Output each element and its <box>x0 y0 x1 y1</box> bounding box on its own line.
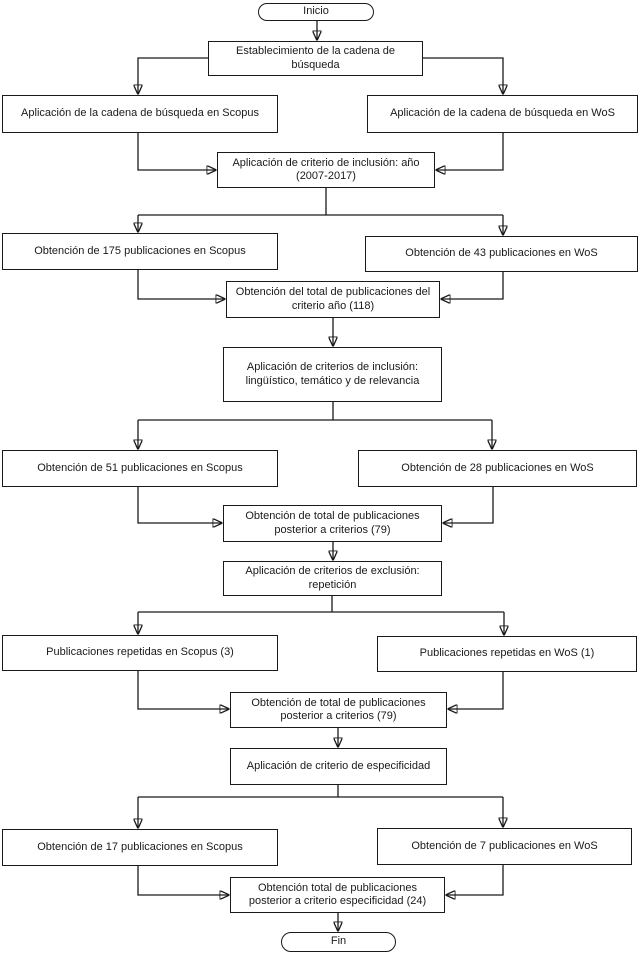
edge-wos-search-year <box>436 133 504 170</box>
edge-scopus51-total79a <box>137 487 222 523</box>
node-scopus-search: Aplicación de la cadena de búsqueda en S… <box>2 95 278 133</box>
node-specificity-criterion: Aplicación de criterio de especificidad <box>230 748 447 785</box>
edge-search-string-wos <box>423 57 503 94</box>
node-inclusion-criteria: Aplicación de criterios de inclusión: li… <box>223 347 442 402</box>
edge-scopus17-total24 <box>137 866 229 895</box>
node-scopus-17: Obtención de 17 publicaciones en Scopus <box>2 829 278 866</box>
edge-search-string-scopus <box>138 57 208 94</box>
node-end: Fin <box>281 932 396 952</box>
node-total-year: Obtención del total de publicaciones del… <box>226 281 440 318</box>
node-start: Inicio <box>258 3 374 21</box>
node-scopus-repeated: Publicaciones repetidas en Scopus (3) <box>2 635 278 671</box>
node-search-string: Establecimiento de la cadena de búsqueda <box>208 41 423 76</box>
node-scopus-51: Obtención de 51 publicaciones en Scopus <box>2 450 278 487</box>
edge-scopus-search-year <box>137 133 216 170</box>
edge-wos43-total-year <box>441 272 504 299</box>
node-year-criterion: Aplicación de criterio de inclusión: año… <box>217 152 435 188</box>
edge-wos7-total24 <box>446 865 504 895</box>
node-wos-43: Obtención de 43 publicaciones en WoS <box>365 236 638 272</box>
edge-wos28-total79a <box>443 487 494 523</box>
edge-year-split <box>138 188 503 216</box>
node-wos-28: Obtención de 28 publicaciones en WoS <box>358 450 637 487</box>
node-total-specificity: Obtención total de publicaciones posteri… <box>230 877 445 913</box>
edge-inclusion-split <box>138 402 492 421</box>
node-wos-search: Aplicación de la cadena de búsqueda en W… <box>367 95 638 133</box>
edge-scopus-rep-total79b <box>137 671 229 709</box>
node-wos-repeated: Publicaciones repetidas en WoS (1) <box>377 636 637 672</box>
node-scopus-175: Obtención de 175 publicaciones en Scopus <box>2 233 278 270</box>
edge-exclusion-split <box>138 596 504 613</box>
edge-scopus175-total-year <box>137 270 225 299</box>
node-exclusion-criteria: Aplicación de criterios de exclusión: re… <box>223 561 442 596</box>
node-total-criteria-second: Obtención de total de publicaciones post… <box>230 692 447 728</box>
edge-specificity-split <box>138 785 503 798</box>
edge-wos-rep-total79b <box>448 672 504 709</box>
node-wos-7: Obtención de 7 publicaciones en WoS <box>377 828 632 865</box>
node-total-criteria-first: Obtención de total de publicaciones post… <box>223 505 442 542</box>
